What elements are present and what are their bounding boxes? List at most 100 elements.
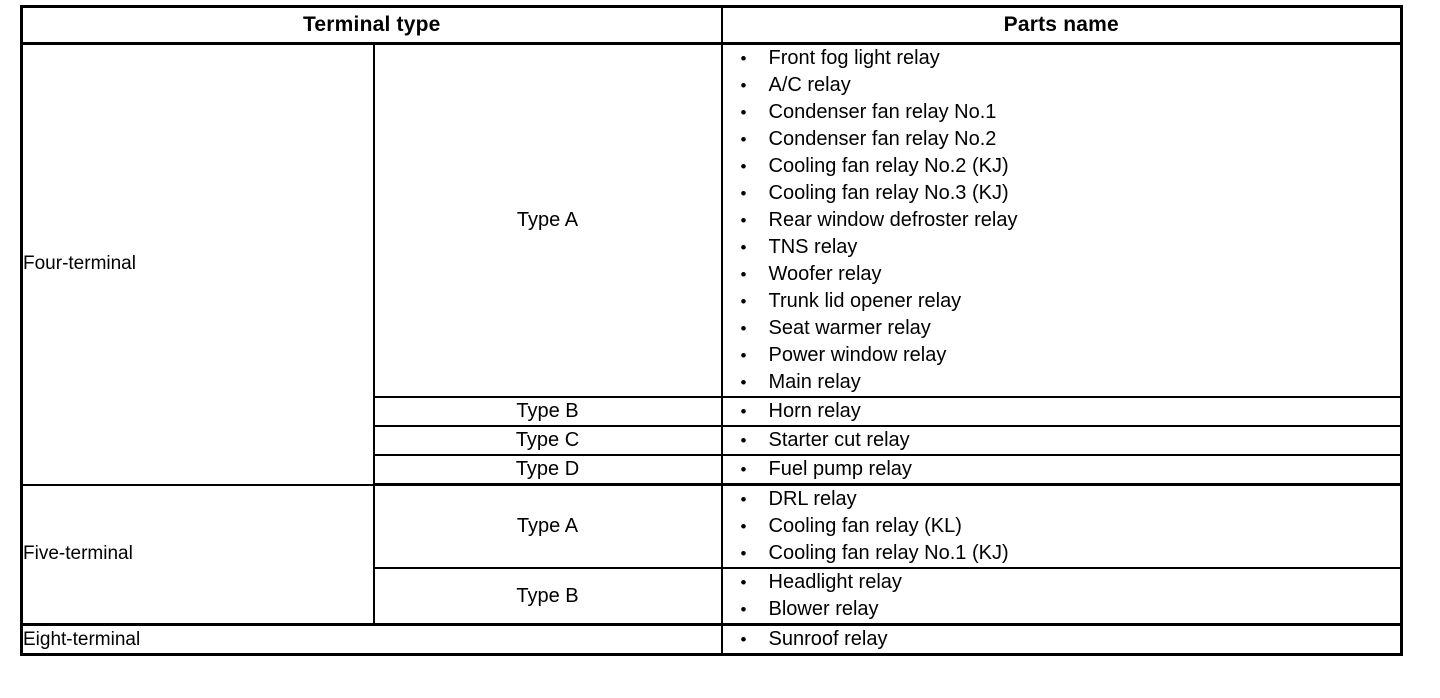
part-label: Woofer relay: [768, 263, 882, 285]
part-label: Power window relay: [768, 344, 947, 366]
parts-cell: • Starter cut relay: [720, 425, 1403, 456]
list-item: • Cooling fan relay (KL): [723, 513, 1401, 540]
column-header-terminal-type: Terminal type: [20, 5, 723, 45]
parts-cell: • Front fog light relay • A/C relay • Conde…: [720, 42, 1403, 398]
list-item: • Starter cut relay: [723, 427, 1401, 454]
bullet-icon: •: [740, 211, 747, 230]
part-label: Rear window defroster relay: [768, 209, 1018, 231]
part-label: Front fog light relay: [768, 47, 940, 69]
list-item: • Woofer relay: [723, 261, 1401, 288]
part-label: Condenser fan relay No.2: [768, 128, 997, 150]
part-label: Seat warmer relay: [768, 317, 931, 339]
table-row: Type B • Headlight relay • Blower relay: [22, 567, 1403, 626]
table-row: Type B • Horn relay: [22, 396, 1403, 427]
list-item: • Cooling fan relay No.3 (KJ): [723, 180, 1401, 207]
parts-cell: • DRL relay • Cooling fan relay (KL) • Cool…: [720, 483, 1403, 569]
parts-list: • Starter cut relay: [723, 427, 1401, 454]
bullet-icon: •: [740, 238, 747, 257]
parts-cell: • Fuel pump relay: [720, 454, 1403, 486]
bullet-icon: •: [740, 630, 747, 649]
part-label: Cooling fan relay No.2 (KJ): [768, 155, 1009, 177]
part-label: DRL relay: [768, 488, 857, 510]
list-item: • A/C relay: [723, 72, 1401, 99]
part-label: Starter cut relay: [768, 429, 910, 451]
table-row: Type C • Starter cut relay: [22, 425, 1403, 456]
bullet-icon: •: [740, 319, 747, 338]
parts-cell: • Sunroof relay: [720, 623, 1403, 656]
table-row: Eight-terminal • Sunroof relay: [20, 623, 1403, 656]
part-label: Cooling fan relay No.1 (KJ): [768, 542, 1009, 564]
parts-list: • DRL relay • Cooling fan relay (KL) • Cool…: [723, 486, 1401, 567]
list-item: • Condenser fan relay No.2: [723, 126, 1401, 153]
table-row: Four-terminal Type A • Front fog light re…: [20, 42, 1403, 486]
bullet-icon: •: [740, 157, 747, 176]
bullet-icon: •: [740, 103, 747, 122]
bullet-icon: •: [740, 49, 747, 68]
terminal-type-cell: Type A: [372, 483, 723, 569]
table-row: Type D • Fuel pump relay: [22, 454, 1403, 486]
list-item: • TNS relay: [723, 234, 1401, 261]
list-item: • Sunroof relay: [723, 626, 1401, 653]
list-item: • Condenser fan relay No.1: [723, 99, 1401, 126]
terminal-type-cell: Type B: [372, 567, 723, 626]
parts-list: • Fuel pump relay: [723, 456, 1401, 483]
part-label: Horn relay: [768, 400, 861, 422]
relay-terminal-table: Terminal type Parts name Four-terminal T…: [20, 5, 1403, 656]
list-item: • Horn relay: [723, 398, 1401, 425]
part-label: Main relay: [768, 371, 861, 393]
list-item: • DRL relay: [723, 486, 1401, 513]
bullet-icon: •: [740, 292, 747, 311]
part-label: Condenser fan relay No.1: [768, 101, 997, 123]
parts-cell: • Horn relay: [720, 396, 1403, 427]
bullet-icon: •: [740, 76, 747, 95]
parts-cell: • Headlight relay • Blower relay: [720, 567, 1403, 626]
parts-list: • Headlight relay • Blower relay: [723, 569, 1401, 623]
part-label: Headlight relay: [768, 571, 902, 593]
list-item: • Front fog light relay: [723, 45, 1401, 72]
bullet-icon: •: [740, 544, 747, 563]
parts-list: • Front fog light relay • A/C relay • Conde…: [723, 45, 1401, 396]
list-item: • Rear window defroster relay: [723, 207, 1401, 234]
part-label: A/C relay: [768, 74, 851, 96]
list-item: • Seat warmer relay: [723, 315, 1401, 342]
parts-list: • Horn relay: [723, 398, 1401, 425]
list-item: • Cooling fan relay No.1 (KJ): [723, 540, 1401, 567]
bullet-icon: •: [740, 517, 747, 536]
bullet-icon: •: [740, 402, 747, 421]
list-item: • Power window relay: [723, 342, 1401, 369]
part-label: Cooling fan relay (KL): [768, 515, 962, 537]
part-label: Blower relay: [768, 598, 879, 620]
list-item: • Fuel pump relay: [723, 456, 1401, 483]
terminal-type-cell: Type A: [372, 42, 723, 398]
bullet-icon: •: [740, 573, 747, 592]
column-header-parts-name: Parts name: [720, 5, 1403, 45]
terminal-group-five-terminal: Five-terminal: [20, 483, 375, 626]
bullet-icon: •: [740, 431, 747, 450]
table-row: Five-terminal Type A • DRL relay • Cooling…: [20, 483, 1403, 626]
bullet-icon: •: [740, 460, 747, 479]
part-label: Sunroof relay: [768, 628, 888, 650]
terminal-group-eight-terminal: Eight-terminal: [20, 623, 723, 656]
bullet-icon: •: [740, 346, 747, 365]
terminal-group-four-terminal: Four-terminal: [20, 42, 375, 486]
terminal-type-cell: Type B: [372, 396, 723, 427]
header-row: Terminal type Parts name: [20, 5, 1403, 45]
list-item: • Cooling fan relay No.2 (KJ): [723, 153, 1401, 180]
part-label: TNS relay: [768, 236, 858, 258]
table-body: Four-terminal Type A • Front fog light re…: [20, 42, 1403, 656]
part-label: Trunk lid opener relay: [768, 290, 962, 312]
bullet-icon: •: [740, 184, 747, 203]
bullet-icon: •: [740, 265, 747, 284]
part-label: Cooling fan relay No.3 (KJ): [768, 182, 1009, 204]
parts-list: • Sunroof relay: [723, 626, 1401, 653]
bullet-icon: •: [740, 130, 747, 149]
part-label: Fuel pump relay: [768, 458, 912, 480]
list-item: • Trunk lid opener relay: [723, 288, 1401, 315]
list-item: •Main relay: [723, 369, 1401, 396]
list-item: • Headlight relay: [723, 569, 1401, 596]
terminal-type-cell: Type C: [372, 425, 723, 456]
table-header: Terminal type Parts name: [20, 5, 1403, 45]
terminal-type-cell: Type D: [372, 454, 723, 486]
bullet-icon: •: [740, 490, 747, 509]
